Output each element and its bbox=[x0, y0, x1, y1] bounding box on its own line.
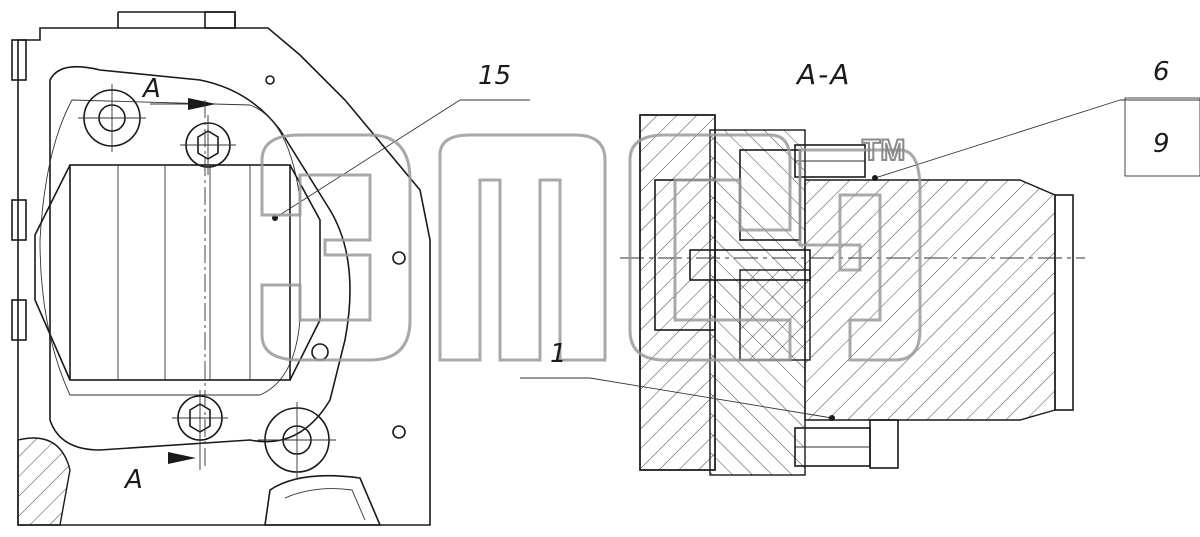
section-mark-bottom: А bbox=[123, 465, 143, 495]
hex-bolt-bottom bbox=[172, 390, 228, 470]
bolt-hole-bottom-right bbox=[258, 402, 336, 478]
watermark-tm: TM bbox=[862, 134, 905, 167]
left-view bbox=[11, 11, 530, 526]
section-arrow-top bbox=[150, 98, 216, 110]
callout-6: 6 bbox=[1153, 57, 1170, 87]
section-mark-top: А bbox=[141, 74, 161, 104]
callout-1: 1 bbox=[550, 339, 567, 369]
watermark-logo bbox=[260, 133, 922, 362]
section-arrow-bottom bbox=[168, 452, 196, 464]
callout-9: 9 bbox=[1153, 129, 1170, 159]
section-title: А-А bbox=[795, 58, 851, 91]
section-view bbox=[520, 97, 1200, 476]
hex-bolt-top bbox=[180, 115, 236, 175]
callout-15: 15 bbox=[478, 61, 511, 91]
bolt-hole-top-left bbox=[78, 84, 146, 152]
